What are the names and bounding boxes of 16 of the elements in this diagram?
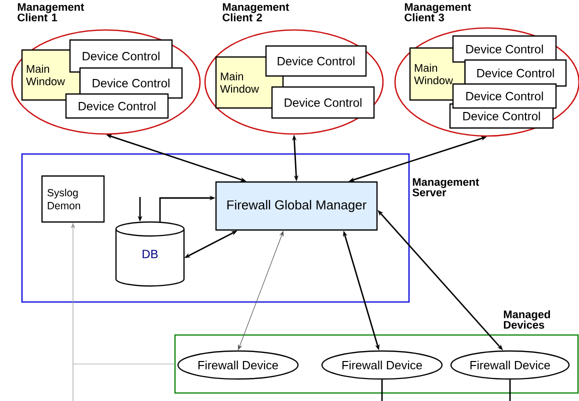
- group-heading: Management Server: [412, 178, 480, 196]
- control-box: Device Control: [464, 59, 567, 87]
- group-heading: Management Client 3: [404, 3, 472, 22]
- window-box: Main Window: [21, 49, 81, 101]
- control-box: Device Control: [271, 86, 375, 119]
- group-heading: Managed Devices: [504, 310, 550, 329]
- process-box: Syslog Demon: [41, 175, 105, 223]
- group-heading: Management Client 2: [222, 3, 290, 22]
- control-box: Device Control: [65, 93, 169, 119]
- control-box: Device Control: [452, 35, 557, 63]
- control-box: Device Control: [452, 83, 557, 109]
- database-cylinder: DB: [115, 221, 185, 287]
- node-label: DB: [142, 250, 158, 258]
- process-box: Firewall Global Manager: [215, 181, 378, 231]
- group-heading: Management Client 1: [18, 3, 84, 22]
- control-box: Device Control: [265, 45, 367, 77]
